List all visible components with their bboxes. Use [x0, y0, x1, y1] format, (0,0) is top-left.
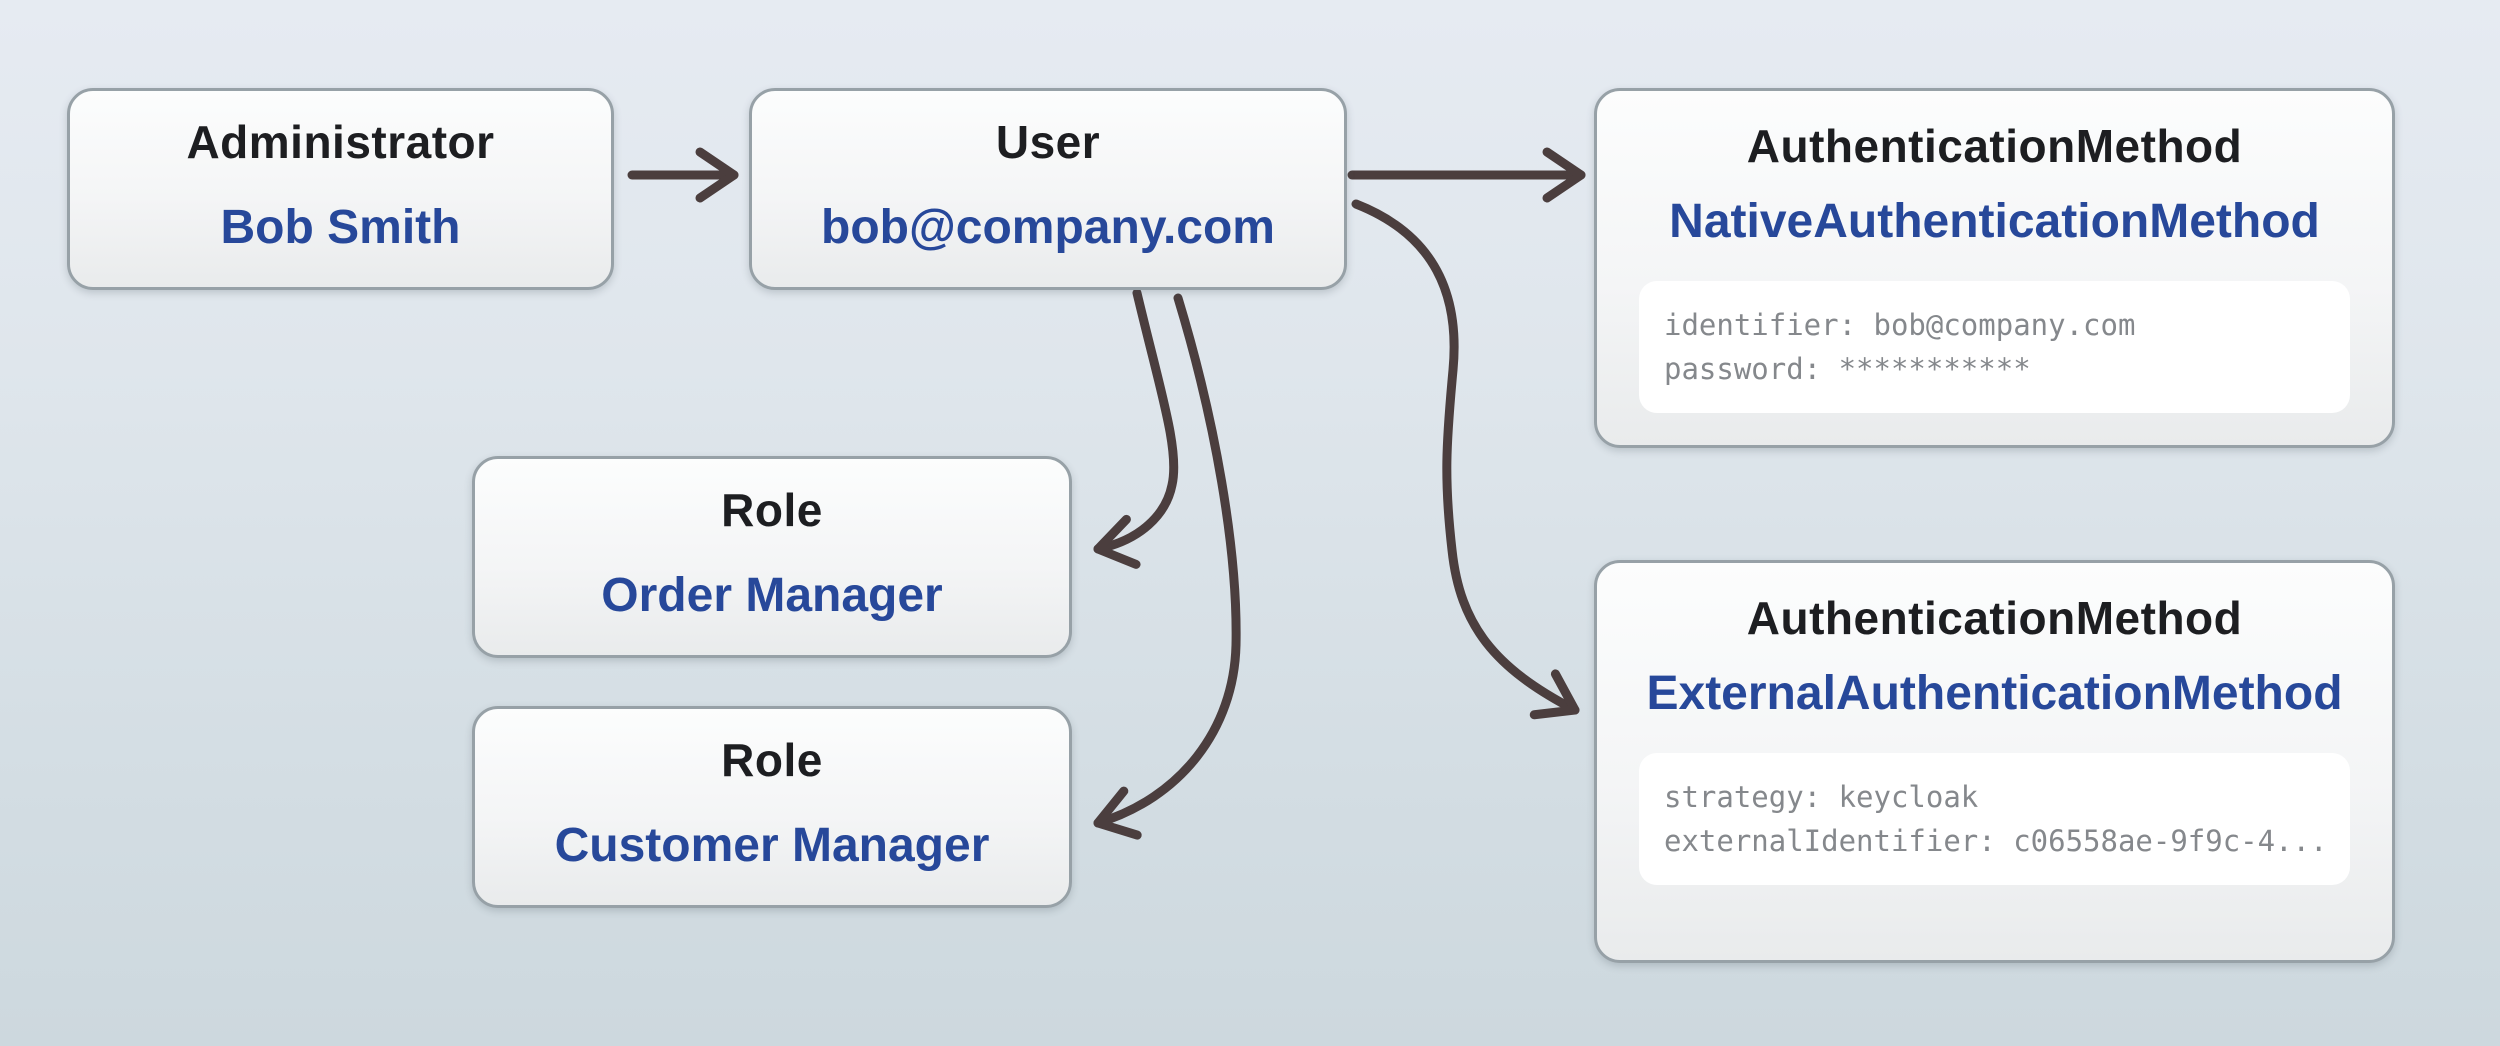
node-instance-label: ExternalAuthenticationMethod [1646, 667, 2343, 720]
node-instance-label: bob@company.com [821, 201, 1275, 254]
code-line-identifier: identifier: bob@company.com [1664, 308, 2136, 342]
arrow-user-to-external-authentication [1351, 199, 1580, 720]
node-type-label: Role [721, 484, 823, 536]
node-instance-label: Bob Smith [220, 201, 461, 254]
node-instance-label: Customer Manager [554, 819, 990, 872]
node-instance-label: Order Manager [601, 569, 943, 622]
node-native-authentication-method: AuthenticationMethod NativeAuthenticatio… [1594, 88, 2395, 448]
node-type-label: Role [721, 734, 823, 786]
node-role-order-manager: Role Order Manager [472, 456, 1072, 658]
code-block: identifier: bob@company.com password: **… [1639, 281, 2350, 413]
code-block: strategy: keycloak externalIdentifier: c… [1639, 753, 2350, 885]
node-type-label: AuthenticationMethod [1746, 120, 2243, 172]
arrow-user-to-role-order-manager [1093, 288, 1179, 569]
code-line-password: password: *********** [1664, 352, 2031, 386]
node-type-label: User [995, 116, 1101, 168]
node-user: User bob@company.com [749, 88, 1347, 290]
node-type-label: Administrator [186, 116, 495, 168]
node-instance-label: NativeAuthenticationMethod [1669, 195, 2320, 248]
node-external-authentication-method: AuthenticationMethod ExternalAuthenticat… [1594, 560, 2395, 963]
node-type-label: AuthenticationMethod [1746, 592, 2243, 644]
arrow-user-to-role-customer-manager [1093, 293, 1241, 840]
node-role-customer-manager: Role Customer Manager [472, 706, 1072, 908]
node-administrator: Administrator Bob Smith [67, 88, 614, 290]
code-line-external-identifier: externalIdentifier: c06558ae-9f9c-4... [1664, 824, 2328, 858]
code-line-strategy: strategy: keycloak [1664, 780, 1979, 814]
